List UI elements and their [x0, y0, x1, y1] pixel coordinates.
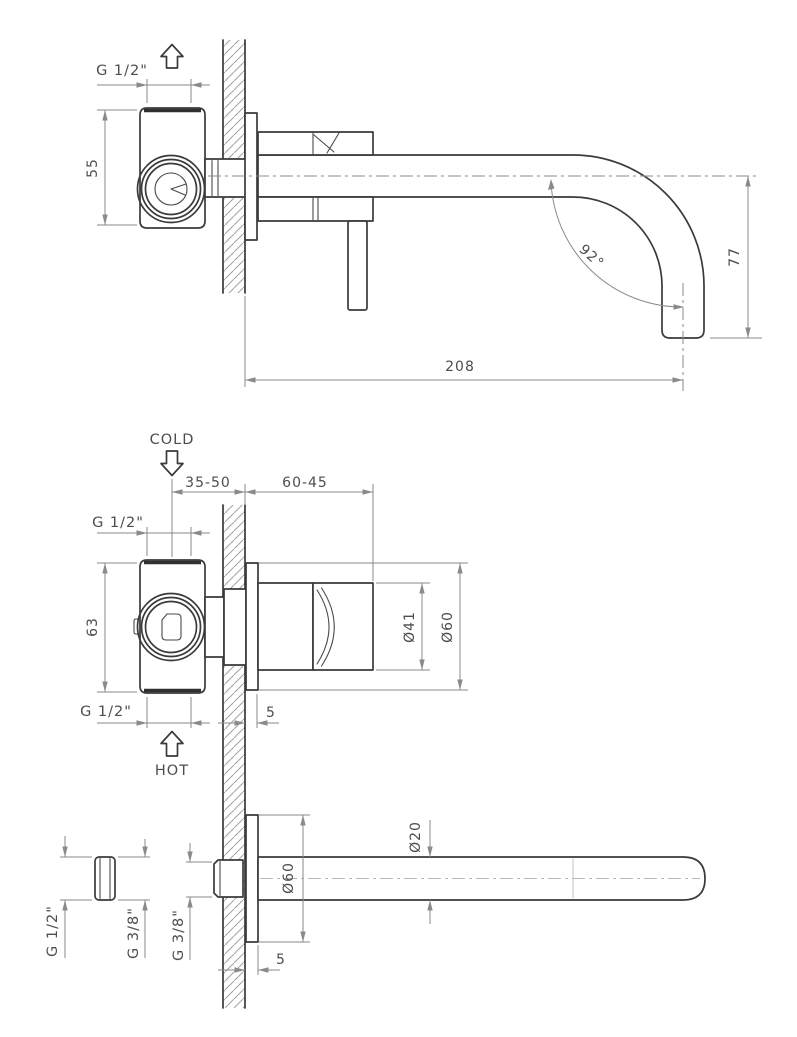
cold-label: COLD — [150, 432, 195, 448]
dimension-spout-drop: 77 — [710, 176, 762, 339]
dimension-handle-diameter: Ø41 — [376, 582, 430, 671]
dimension-depth-ranges: 35-50 60-45 — [172, 475, 373, 495]
body-height-label: 55 — [85, 158, 101, 178]
hot-label: HOT — [155, 763, 189, 779]
dimension-spout-angle: 92° — [548, 179, 684, 310]
outlet-neck — [204, 596, 225, 658]
valve-cartridge-outer — [136, 154, 206, 224]
dimension-tube-diameter: Ø20 — [408, 820, 433, 924]
spout-flange-offset-label: 5 — [276, 952, 286, 968]
dimension-thread-top: G 1/2" — [96, 63, 210, 103]
dimension-body-height: 55 — [85, 109, 137, 226]
trim-sleeve — [257, 582, 314, 671]
flange-offset-label: 5 — [266, 705, 276, 721]
handle-lever — [347, 220, 368, 311]
escutcheon-flange-plan — [245, 562, 259, 691]
valve-stem-square — [161, 613, 182, 641]
thread-cold-label: G 1/2" — [92, 515, 144, 531]
wall-section-lower — [222, 504, 246, 1009]
valve-stem — [154, 172, 188, 206]
spout-escutcheon-flange — [245, 814, 259, 943]
spout-reach-label: 208 — [445, 359, 475, 375]
inlet-thread — [204, 158, 247, 198]
dimension-body-width: 63 — [85, 562, 137, 693]
thread-label: G 1/2" — [96, 63, 148, 79]
thread-adapter — [94, 856, 116, 901]
lever-recess — [316, 587, 335, 667]
dimension-thread-hot: G 1/2" — [80, 697, 210, 728]
dimension-adapter-in: G 1/2" — [45, 836, 92, 958]
dimension-flange-offset: 5 — [218, 694, 279, 728]
dimension-spout-flange-diameter: Ø60 — [259, 814, 310, 943]
adapter-in-label: G 1/2" — [45, 905, 61, 957]
dimension-spout-reach: 208 — [244, 296, 683, 387]
spout-thread-label: G 3/8" — [171, 909, 187, 961]
escutcheon-diameter-label: Ø60 — [440, 611, 456, 643]
dimension-adapter-out: G 3/8" — [118, 839, 150, 959]
dimension-thread-cold: G 1/2" — [92, 515, 210, 556]
thread-hot-label: G 1/2" — [80, 704, 132, 720]
handle-diameter-label: Ø41 — [402, 611, 418, 643]
hot-arrow-up-icon — [160, 730, 184, 757]
spout-angle-label: 92° — [576, 241, 607, 272]
flow-arrow-up-icon — [160, 43, 184, 69]
mixer-sleeve — [257, 131, 374, 222]
spout-view: G 1/2" G 3/8" G 3/8" — [45, 814, 706, 975]
lever-root — [313, 132, 340, 154]
dimension-spout-thread: G 3/8" — [171, 843, 212, 961]
spout-flange-diameter-label: Ø60 — [281, 862, 297, 894]
valve-body — [136, 107, 247, 229]
spout-drop-label: 77 — [727, 247, 743, 267]
in-wall-union — [223, 588, 247, 666]
dimension-spout-flange-offset: 5 — [218, 945, 286, 975]
side-view: G 1/2" 55 92° 77 208 — [85, 39, 762, 391]
spout-tube-straight — [257, 856, 706, 901]
handle-knob — [312, 582, 374, 671]
adapter-out-label: G 3/8" — [126, 907, 142, 959]
spout-tube — [257, 154, 705, 339]
plan-view: COLD 35-50 60-45 G 1/2" — [80, 432, 468, 779]
wall-range-label: 35-50 — [185, 475, 231, 491]
dimension-escutcheon-diameter: Ø60 — [259, 562, 468, 691]
cold-arrow-down-icon — [160, 450, 184, 477]
valve-body-plan — [133, 559, 206, 694]
body-width-label: 63 — [85, 617, 101, 637]
tube-diameter-label: Ø20 — [408, 821, 424, 853]
outside-range-label: 60-45 — [282, 475, 328, 491]
spout-tail-thread — [213, 859, 244, 898]
